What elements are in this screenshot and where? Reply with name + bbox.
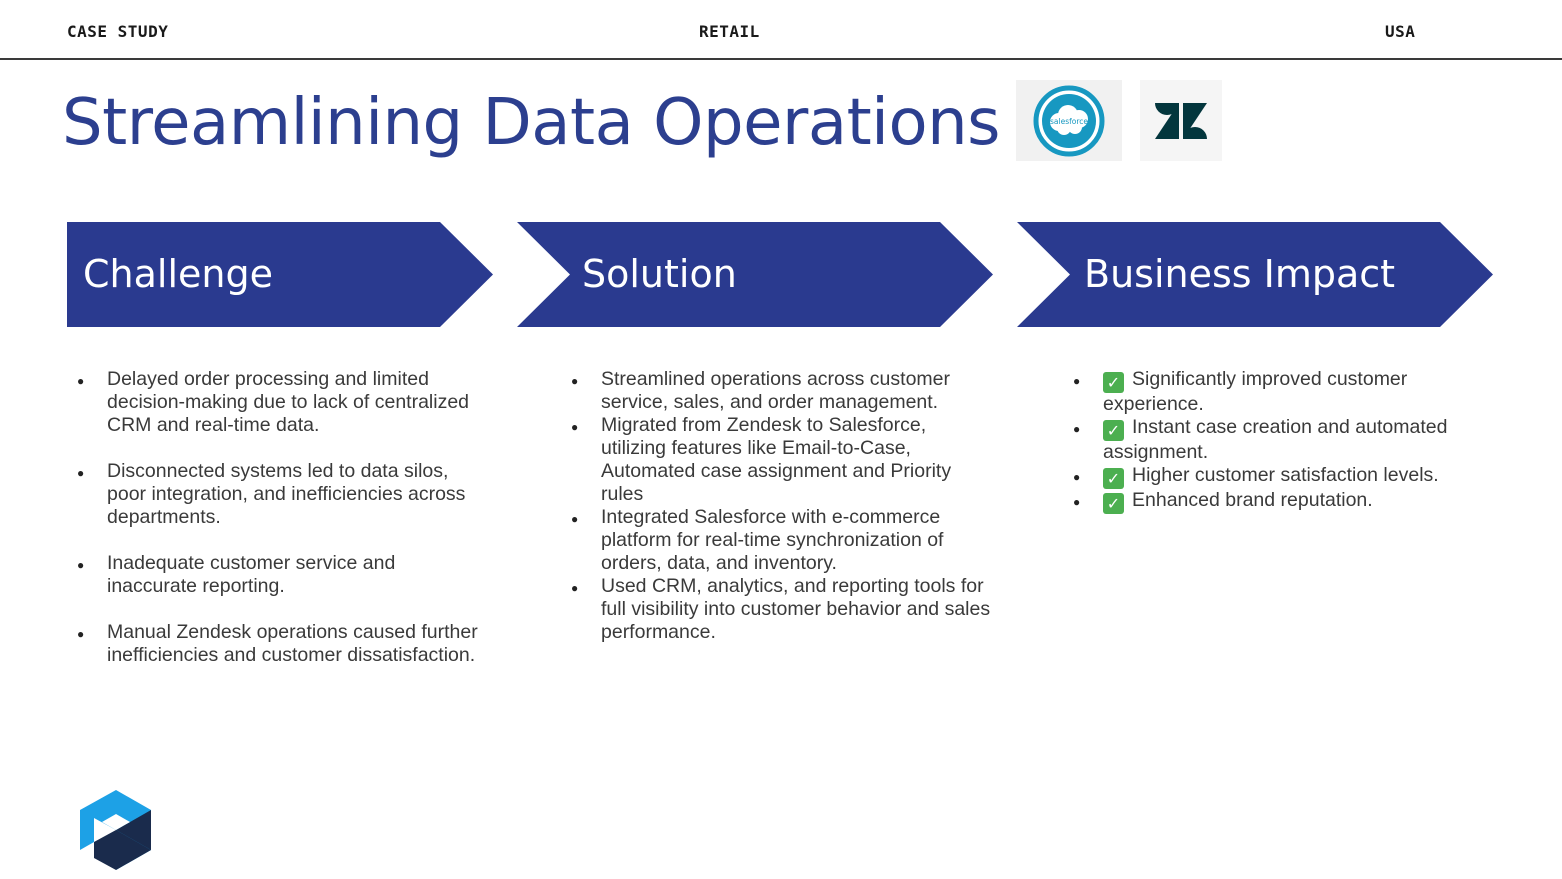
check-icon: ✓ bbox=[1103, 468, 1124, 489]
list-item: ✓ Enhanced brand reputation. bbox=[1073, 489, 1493, 514]
list-item: Used CRM, analytics, and reporting tools… bbox=[571, 575, 991, 644]
impact-list: ✓Significantly improved customer experie… bbox=[1073, 368, 1493, 514]
check-icon: ✓ bbox=[1103, 420, 1124, 441]
list-item-text: Significantly improved customer experien… bbox=[1103, 368, 1408, 415]
list-item-text: Instant case creation and automated assi… bbox=[1103, 416, 1448, 463]
header-region: USA bbox=[1385, 22, 1416, 41]
list-item: Inadequate customer service and inaccura… bbox=[77, 552, 487, 598]
brand-p-logo bbox=[80, 790, 152, 877]
salesforce-logo: salesforce bbox=[1016, 80, 1122, 161]
top-bar: CASE STUDY RETAIL USA bbox=[0, 0, 1562, 60]
list-item-text: Enhanced brand reputation. bbox=[1132, 489, 1373, 511]
list-item: Manual Zendesk operations caused further… bbox=[77, 621, 487, 667]
solution-heading: Solution bbox=[582, 252, 737, 296]
zendesk-logo bbox=[1140, 80, 1222, 161]
challenge-heading: Challenge bbox=[83, 252, 273, 296]
check-icon: ✓ bbox=[1103, 372, 1124, 393]
list-item: ✓Instant case creation and automated ass… bbox=[1073, 416, 1493, 464]
page-title: Streamlining Data Operations bbox=[62, 86, 1001, 160]
header-case-study: CASE STUDY bbox=[67, 22, 169, 41]
list-item: Migrated from Zendesk to Salesforce, uti… bbox=[571, 414, 991, 506]
impact-heading: Business Impact bbox=[1084, 252, 1396, 296]
list-item: Integrated Salesforce with e-commerce pl… bbox=[571, 506, 991, 575]
check-icon: ✓ bbox=[1103, 493, 1124, 514]
header-industry: RETAIL bbox=[699, 22, 760, 41]
list-item: Disconnected systems led to data silos, … bbox=[77, 460, 487, 529]
salesforce-logo-text: salesforce bbox=[1050, 117, 1088, 126]
list-item: ✓Significantly improved customer experie… bbox=[1073, 368, 1493, 416]
list-item-text: Higher customer satisfaction levels. bbox=[1132, 464, 1439, 486]
challenge-list: Delayed order processing and limited dec… bbox=[77, 368, 487, 690]
list-item: ✓ Higher customer satisfaction levels. bbox=[1073, 464, 1493, 489]
solution-list: Streamlined operations across customer s… bbox=[571, 368, 991, 644]
list-item: Delayed order processing and limited dec… bbox=[77, 368, 487, 437]
list-item: Streamlined operations across customer s… bbox=[571, 368, 991, 414]
